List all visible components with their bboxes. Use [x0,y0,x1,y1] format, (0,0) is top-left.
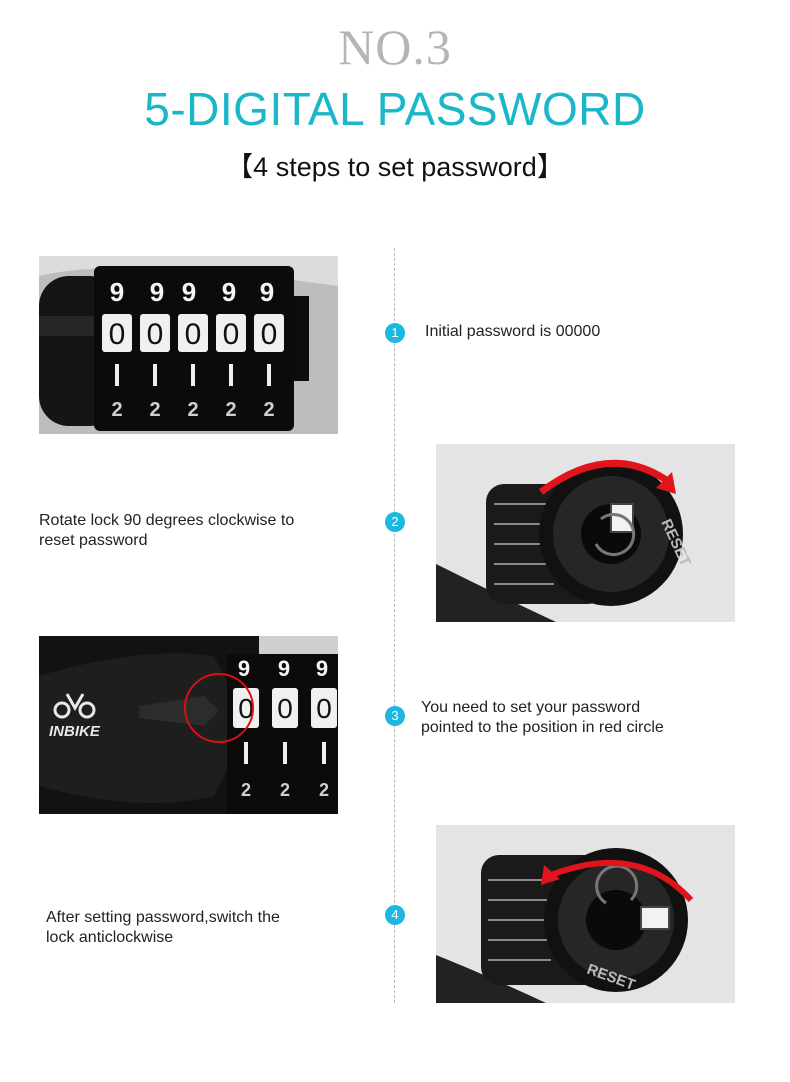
wheel4-top-digit: 9 [222,277,236,307]
wheel5-low-digit: 2 [263,399,274,421]
step1-text: Initial password is 00000 [425,323,601,340]
wheel1-low-digit: 2 [111,399,122,421]
step4-text-line1: After setting password,switch the [46,909,280,926]
step2-text-line2: reset password [39,532,148,549]
wheel2-low-digit: 2 [280,780,290,800]
page-title: 5-DIGITAL PASSWORD [144,83,646,135]
step3-text-line2: pointed to the position in red circle [421,719,664,736]
wheel2-top-digit: 9 [278,656,290,681]
wheel2-top-digit: 9 [150,277,164,307]
step2-text: Rotate lock 90 degrees clockwise to rese… [39,511,294,551]
step1-badge: 1 [385,323,405,343]
wheel2-mid-digit: 0 [277,693,293,724]
wheel5-top-digit: 9 [260,277,274,307]
wheel3-top-digit: 9 [182,277,196,307]
wheel1-mid-digit: 0 [109,318,126,351]
wheel2-mid-digit: 0 [147,318,164,351]
step2-photo: RESET [436,444,735,622]
digit-wheels: 9 9 9 9 9 0 0 0 0 0 [94,266,294,431]
step3-badge: 3 [385,706,405,726]
timeline-divider [394,248,395,1003]
step3-text-line1: You need to set your password [421,699,641,716]
wheel2-low-digit: 2 [149,399,160,421]
wheel3-mid-digit: 0 [185,318,202,351]
step4-text-line2: lock anticlockwise [46,929,174,946]
step3-text: You need to set your password pointed to… [421,698,664,738]
step4-photo: RESET [436,825,735,1003]
step3-photo: INBIKE 9 9 9 0 0 0 2 2 2 [39,636,338,814]
step2-badge: 2 [385,512,405,532]
wheel3-mid-digit: 0 [316,693,332,724]
inbike-logo: INBIKE [49,693,101,740]
wheel1-top-digit: 9 [110,277,124,307]
anticlockwise-arrow-icon [541,865,560,885]
wheel1-low-digit: 2 [241,780,251,800]
combination-lock-image: 9 9 9 9 9 0 0 0 0 0 [39,256,338,434]
step1-photo: 9 9 9 9 9 0 0 0 0 0 [39,256,338,434]
wheel4-mid-digit: 0 [223,318,240,351]
page-subtitle: 【4 steps to set password】 [226,152,564,182]
wheel3-top-digit: 9 [316,656,328,681]
lock-reset-clockwise-image: RESET [436,444,735,622]
step2-text-line1: Rotate lock 90 degrees clockwise to [39,512,295,529]
step4-badge: 4 [385,905,405,925]
wheel1-top-digit: 9 [238,656,250,681]
wheel3-low-digit: 2 [187,399,198,421]
wheel5-mid-digit: 0 [261,318,278,351]
lock-anticlockwise-image: RESET [436,825,735,1003]
wheel4-low-digit: 2 [225,399,236,421]
lock-password-position-image: INBIKE 9 9 9 0 0 0 2 2 2 [39,636,338,814]
red-circle-marker [184,673,254,743]
brand-label: INBIKE [49,723,101,740]
section-number: NO.3 [338,19,452,75]
wheel3-low-digit: 2 [319,780,329,800]
clockwise-arrow-icon [656,472,676,494]
wheel1-mid-digit: 0 [238,693,254,724]
step4-text: After setting password,switch the lock a… [46,908,280,948]
